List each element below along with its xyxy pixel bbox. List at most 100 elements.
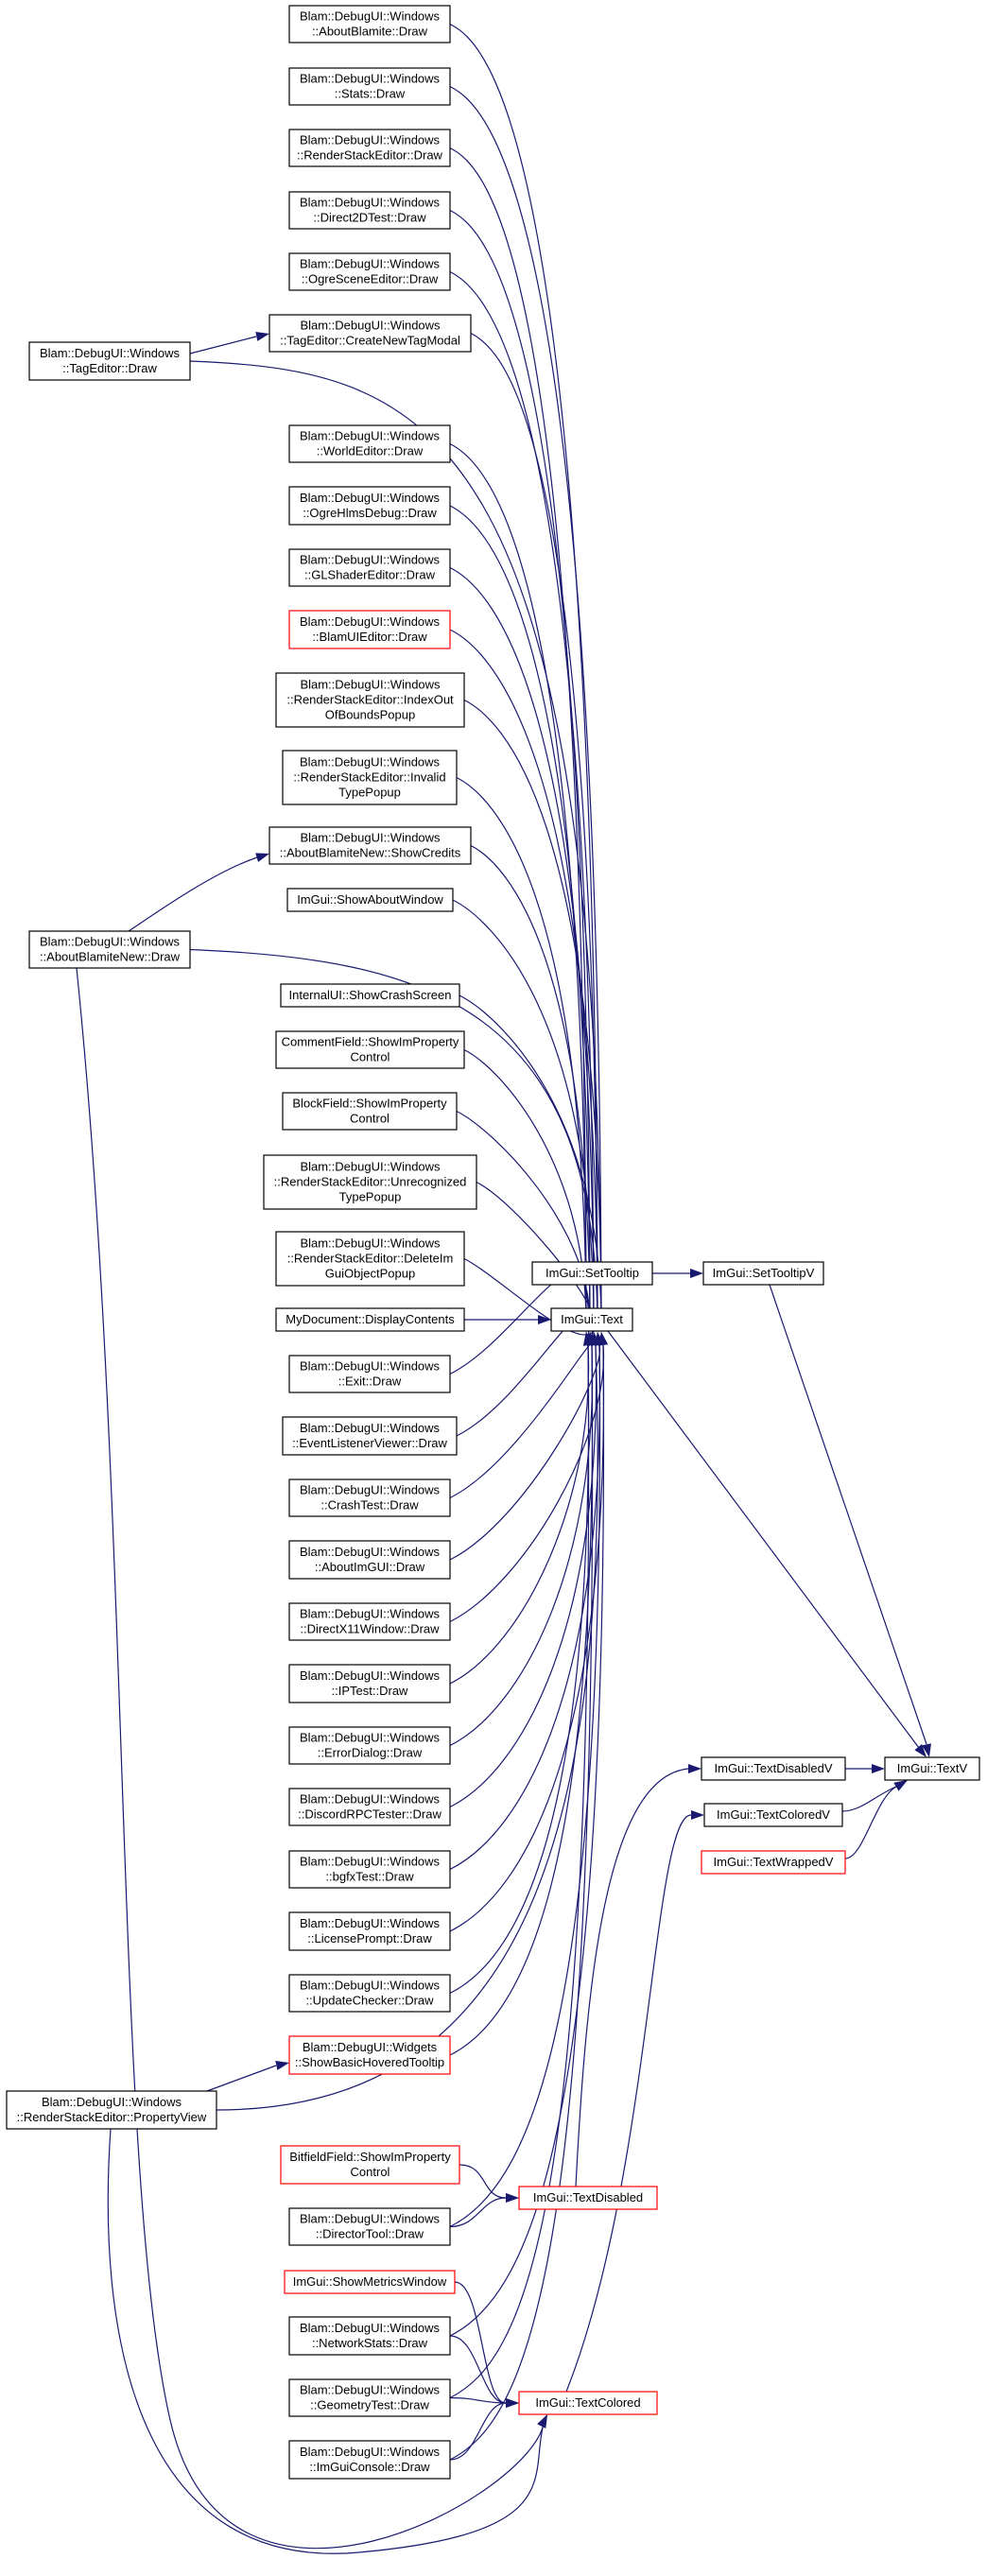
edge-imgui_console_draw-to-imgui_text bbox=[449, 1332, 597, 2461]
node-error-dialog-draw[interactable]: Blam::DebugUI::Windows::ErrorDialog::Dra… bbox=[288, 1726, 451, 1765]
node-about-blamite-draw[interactable]: Blam::DebugUI::Windows::AboutBlamite::Dr… bbox=[288, 5, 451, 43]
node-imgui-text-colored-v[interactable]: ImGui::TextColoredV bbox=[703, 1803, 843, 1827]
node-about-blamite-new-show-credits[interactable]: Blam::DebugUI::Windows::AboutBlamiteNew:… bbox=[268, 826, 472, 865]
edge-comment_field_show_imgui_property_control-to-imgui_text bbox=[463, 1048, 591, 1332]
node-director-tool-draw[interactable]: Blam::DebugUI::Windows::DirectorTool::Dr… bbox=[288, 2207, 451, 2246]
node-label-line: Blam::DebugUI::Windows bbox=[300, 831, 441, 845]
node-box bbox=[702, 1261, 824, 1286]
node-invalid-type-popup[interactable]: Blam::DebugUI::Windows::RenderStackEdito… bbox=[282, 750, 458, 805]
node-label-line: Blam::DebugUI::Windows bbox=[300, 2321, 441, 2335]
edge-imgui_set_tooltip-to-imgui_set_tooltip_v bbox=[652, 1269, 703, 1278]
node-box bbox=[288, 5, 451, 43]
node-bgfx-test-draw[interactable]: Blam::DebugUI::Windows::bgfxTest::Draw bbox=[288, 1850, 451, 1889]
node-label-line: Blam::DebugUI::Windows bbox=[300, 319, 441, 333]
edge-line bbox=[76, 967, 545, 2550]
node-directx11-window-draw[interactable]: Blam::DebugUI::Windows::DirectX11Window:… bbox=[288, 1602, 451, 1641]
node-imgui-text[interactable]: ImGui::Text bbox=[550, 1307, 633, 1332]
edge-line bbox=[844, 1785, 899, 1859]
edge-line bbox=[449, 505, 591, 1320]
edge-about_imgui_draw-to-imgui_text bbox=[449, 1332, 604, 1561]
node-imgui-console-draw[interactable]: Blam::DebugUI::Windows::ImGuiConsole::Dr… bbox=[288, 2440, 451, 2480]
arrowhead-icon bbox=[537, 2414, 547, 2429]
edge-line bbox=[449, 566, 595, 1320]
node-label-line: Blam::DebugUI::Windows bbox=[40, 935, 181, 949]
node-label-line: Blam::DebugUI::Windows bbox=[300, 257, 441, 271]
edge-stats_draw-to-imgui_text bbox=[449, 85, 606, 1332]
arrowhead-icon bbox=[538, 1315, 551, 1324]
node-label-line: ::OgreHlmsDebug::Draw bbox=[303, 506, 437, 520]
edge-error_dialog_draw-to-imgui_text bbox=[449, 1332, 597, 1747]
node-internal-ui-show-crash-screen[interactable]: InternalUI::ShowCrashScreen bbox=[280, 983, 460, 1008]
node-unrecognized-type-popup[interactable]: Blam::DebugUI::Windows::RenderStackEdito… bbox=[263, 1154, 477, 1210]
node-update-checker-draw[interactable]: Blam::DebugUI::Windows::UpdateChecker::D… bbox=[288, 1974, 451, 2013]
node-imgui-text-colored[interactable]: ImGui::TextColored bbox=[518, 2391, 658, 2415]
node-tag-editor-draw[interactable]: Blam::DebugUI::Windows::TagEditor::Draw bbox=[28, 341, 191, 381]
node-imgui-text-wrapped-v[interactable]: ImGui::TextWrappedV bbox=[701, 1850, 846, 1875]
node-about-blamite-new-draw[interactable]: Blam::DebugUI::Windows::AboutBlamiteNew:… bbox=[28, 930, 191, 969]
node-label-line: ImGui::TextColored bbox=[535, 2395, 640, 2410]
node-my-document-display-contents[interactable]: MyDocument::DisplayContents bbox=[275, 1307, 465, 1332]
node-license-prompt-draw[interactable]: Blam::DebugUI::Windows::LicensePrompt::D… bbox=[288, 1911, 451, 1951]
node-event-listener-viewer-draw[interactable]: Blam::DebugUI::Windows::EventListenerVie… bbox=[282, 1416, 458, 1456]
edges-layer bbox=[76, 23, 931, 2554]
node-gl-shader-editor-draw[interactable]: Blam::DebugUI::Windows::GLShaderEditor::… bbox=[288, 548, 451, 587]
node-discord-rpc-tester-draw[interactable]: Blam::DebugUI::Windows::DiscordRPCTester… bbox=[288, 1788, 451, 1826]
node-box bbox=[275, 1231, 465, 1287]
node-exit-draw[interactable]: Blam::DebugUI::Windows::Exit::Draw bbox=[288, 1355, 451, 1393]
node-index-out-of-bounds-popup[interactable]: Blam::DebugUI::Windows::RenderStackEdito… bbox=[275, 672, 465, 728]
node-imgui-show-metrics-window[interactable]: ImGui::ShowMetricsWindow bbox=[284, 2270, 456, 2294]
node-delete-imgui-object-popup[interactable]: Blam::DebugUI::Windows::RenderStackEdito… bbox=[275, 1231, 465, 1287]
node-box bbox=[275, 1307, 465, 1332]
edge-line bbox=[575, 1768, 689, 2187]
edge-line bbox=[470, 844, 591, 1320]
edge-my_document_display_contents-to-imgui_text bbox=[464, 1315, 551, 1324]
node-box bbox=[288, 252, 451, 291]
node-ogre-hlms-debug-draw[interactable]: Blam::DebugUI::Windows::OgreHlmsDebug::D… bbox=[288, 486, 451, 526]
node-stats-draw[interactable]: Blam::DebugUI::Windows::Stats::Draw bbox=[288, 67, 451, 106]
node-imgui-text-disabled[interactable]: ImGui::TextDisabled bbox=[518, 2186, 658, 2210]
node-blam-ui-editor-draw[interactable]: Blam::DebugUI::Windows::BlamUIEditor::Dr… bbox=[288, 610, 451, 649]
arrowhead-icon bbox=[688, 1764, 701, 1773]
node-render-stack-editor-draw[interactable]: Blam::DebugUI::Windows::RenderStackEdito… bbox=[288, 129, 451, 167]
node-label-line: Blam::DebugUI::Windows bbox=[300, 1979, 441, 1993]
edge-line bbox=[449, 1344, 590, 1995]
node-label-line: Blam::DebugUI::Windows bbox=[300, 429, 441, 443]
node-box bbox=[282, 1416, 458, 1456]
edge-imgui_text_wrapped_v-to-imgui_text_v bbox=[844, 1780, 908, 1859]
node-label-line: ::RenderStackEditor::Invalid bbox=[293, 770, 445, 785]
node-imgui-set-tooltip-v[interactable]: ImGui::SetTooltipV bbox=[702, 1261, 824, 1286]
node-label-line: ::RenderStackEditor::Unrecognized bbox=[274, 1175, 467, 1189]
edge-tag_editor_draw-to-tag_editor_create_new_tag_modal bbox=[189, 332, 269, 354]
node-box bbox=[288, 67, 451, 106]
node-box bbox=[531, 1261, 653, 1286]
node-direct2d-test-draw[interactable]: Blam::DebugUI::Windows::Direct2DTest::Dr… bbox=[288, 191, 451, 230]
node-network-stats-draw[interactable]: Blam::DebugUI::Windows::NetworkStats::Dr… bbox=[288, 2316, 451, 2356]
node-geometry-test-draw[interactable]: Blam::DebugUI::Windows::GeometryTest::Dr… bbox=[288, 2378, 451, 2417]
node-about-imgui-draw[interactable]: Blam::DebugUI::Windows::AboutImGUI::Draw bbox=[288, 1540, 451, 1580]
node-tag-editor-create-new-tag-modal[interactable]: Blam::DebugUI::Windows::TagEditor::Creat… bbox=[268, 314, 472, 353]
node-label-line: ImGui::TextV bbox=[897, 1761, 968, 1775]
arrowhead-icon bbox=[598, 1332, 608, 1346]
node-label-line: ::GLShaderEditor::Draw bbox=[304, 568, 436, 582]
node-show-basic-hovered-tooltip[interactable]: Blam::DebugUI::Widgets::ShowBasicHovered… bbox=[288, 2035, 451, 2075]
node-label-line: Blam::DebugUI::Windows bbox=[300, 678, 441, 692]
node-imgui-set-tooltip[interactable]: ImGui::SetTooltip bbox=[531, 1261, 653, 1286]
node-ip-test-draw[interactable]: Blam::DebugUI::Windows::IPTest::Draw bbox=[288, 1664, 451, 1703]
node-crash-test-draw[interactable]: Blam::DebugUI::Windows::CrashTest::Draw bbox=[288, 1478, 451, 1517]
node-box bbox=[701, 1850, 846, 1875]
node-imgui-show-about-window[interactable]: ImGui::ShowAboutWindow bbox=[286, 888, 454, 912]
edge-line bbox=[449, 147, 587, 1320]
edge-line bbox=[449, 1344, 605, 1932]
node-label-line: ::WorldEditor::Draw bbox=[317, 444, 424, 458]
node-label-line: Blam::DebugUI::Windows bbox=[300, 553, 441, 567]
node-imgui-text-v[interactable]: ImGui::TextV bbox=[884, 1756, 980, 1781]
node-render-stack-editor-property-view[interactable]: Blam::DebugUI::Windows::RenderStackEdito… bbox=[6, 2090, 217, 2130]
node-ogre-scene-editor-draw[interactable]: Blam::DebugUI::Windows::OgreSceneEditor:… bbox=[288, 252, 451, 291]
node-box bbox=[288, 1478, 451, 1517]
node-world-editor-draw[interactable]: Blam::DebugUI::Windows::WorldEditor::Dra… bbox=[288, 424, 451, 463]
node-imgui-text-disabled-v[interactable]: ImGui::TextDisabledV bbox=[701, 1756, 846, 1781]
node-label-line: TypePopup bbox=[339, 1190, 402, 1204]
